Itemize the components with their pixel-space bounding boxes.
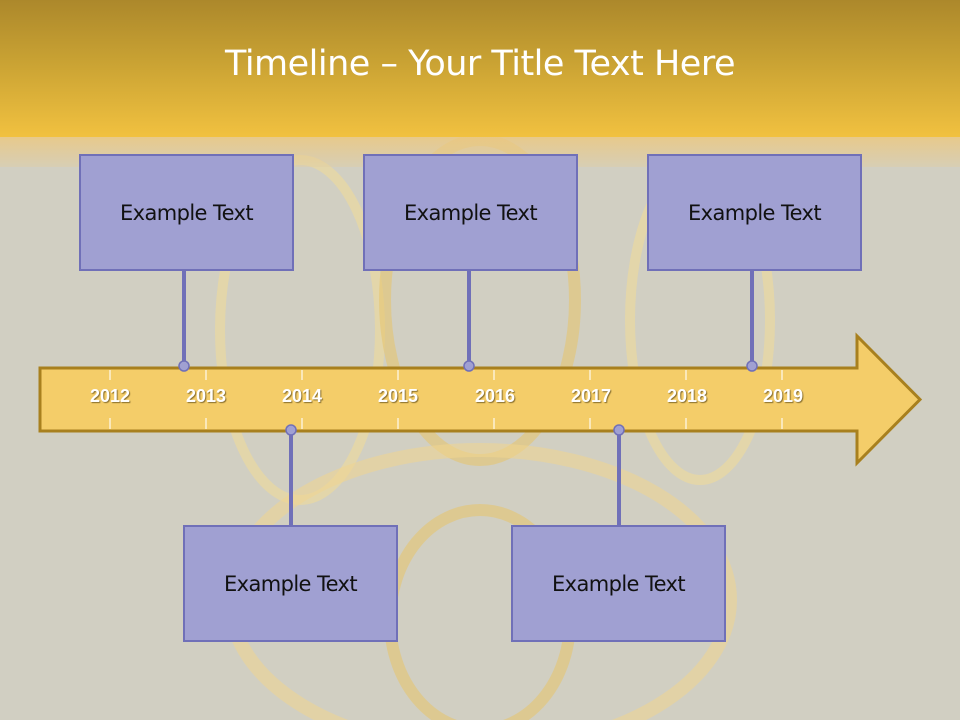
year-label-2016: 2016 [474,386,516,406]
year-label-2013: 2013 [185,386,227,406]
event-text: Example Text [551,571,686,596]
event-box-bottom-1[interactable]: Example Text [183,525,398,642]
event-box-top-1[interactable]: Example Text [79,154,294,271]
year-label-2018: 2018 [666,386,708,406]
year-label-2015: 2015 [377,386,419,406]
title-bar: Timeline – Your Title Text Here [0,0,960,137]
arrow-shape [38,332,923,467]
slide-title: Timeline – Your Title Text Here [225,44,735,84]
event-box-top-2[interactable]: Example Text [363,154,578,271]
year-label-2017: 2017 [570,386,612,406]
year-label-2019: 2019 [762,386,804,406]
event-box-top-3[interactable]: Example Text [647,154,862,271]
event-text: Example Text [119,200,254,225]
connector-dots [178,360,758,436]
year-label-2014: 2014 [281,386,323,406]
year-ticks [109,370,783,429]
event-text: Example Text [403,200,538,225]
connectors [182,270,754,526]
year-label-2012: 2012 [89,386,131,406]
event-text: Example Text [687,200,822,225]
event-box-bottom-2[interactable]: Example Text [511,525,726,642]
event-text: Example Text [223,571,358,596]
